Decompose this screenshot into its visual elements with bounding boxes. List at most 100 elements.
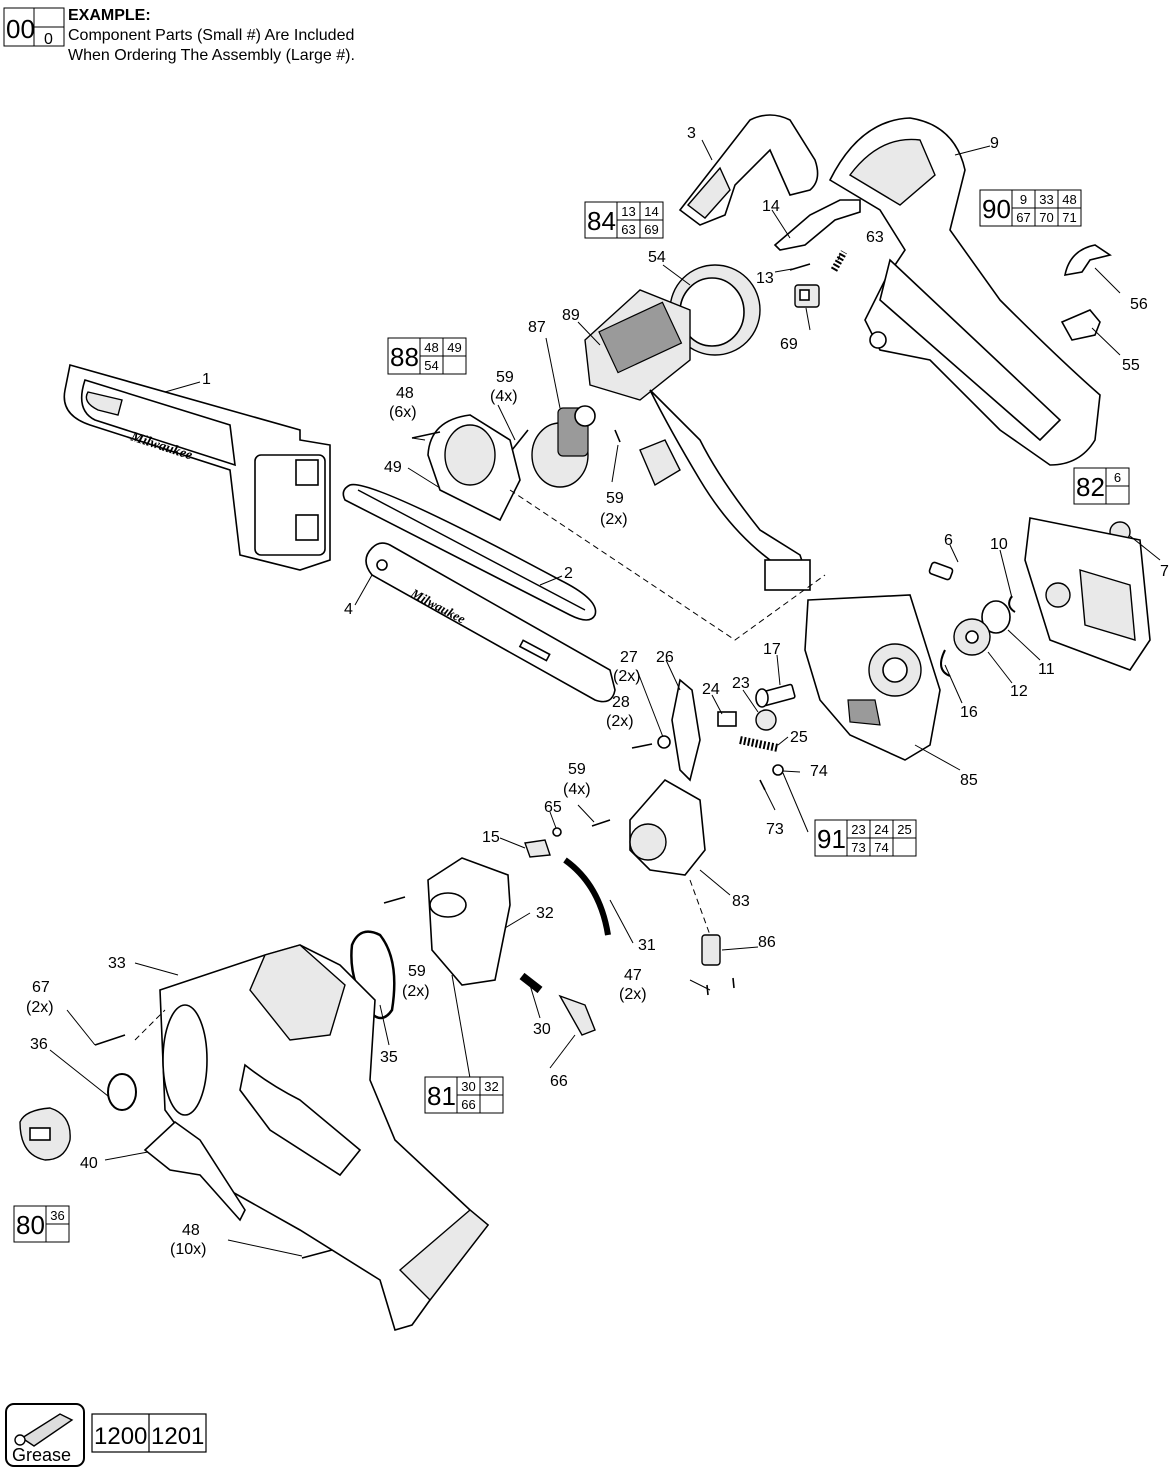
label-59-c-qty: (4x) — [563, 781, 591, 798]
label-1: 1 — [202, 371, 211, 388]
label-13: 13 — [756, 270, 774, 287]
assembly-84-component-63: 63 — [621, 222, 635, 237]
assembly-91-component-24: 24 — [874, 822, 888, 837]
part-87-rotor — [531, 405, 596, 488]
grease-part-1201: 1201 — [151, 1423, 204, 1450]
label-6: 6 — [944, 532, 953, 549]
part-47-screw-a — [706, 984, 709, 996]
label-59-a-qty: (4x) — [490, 388, 518, 405]
assembly-91-component-23: 23 — [851, 822, 865, 837]
part-66-fitting — [558, 994, 596, 1036]
part-23-gear — [755, 709, 777, 731]
assembly-91-component-73: 73 — [851, 840, 865, 855]
example-line-2: When Ordering The Assembly (Large #). — [68, 47, 355, 64]
label-14: 14 — [762, 198, 780, 215]
callout-labels: 1 2 3 4 6 7 9 10 11 12 13 14 15 16 17 23… — [26, 125, 1169, 1258]
part-74-washer — [772, 764, 784, 776]
part-1-bar-cover: Milwaukee — [63, 363, 331, 571]
label-47: 47 — [624, 967, 642, 984]
assembly-80-component-36: 36 — [50, 1208, 64, 1223]
part-3-top-handle — [678, 114, 819, 226]
label-69: 69 — [780, 336, 798, 353]
part-65-washer — [552, 827, 562, 837]
part-47-screw-b — [732, 977, 735, 989]
label-28-qty: (2x) — [606, 713, 634, 730]
part-28-screw — [631, 743, 653, 749]
label-17: 17 — [763, 641, 781, 658]
label-24: 24 — [702, 681, 720, 698]
part-15-fitting — [524, 839, 551, 858]
part-56-clip — [1063, 244, 1112, 276]
label-67-qty: (2x) — [26, 999, 54, 1016]
part-9-housing — [828, 117, 1101, 466]
assembly-90-component-9: 9 — [1020, 192, 1027, 207]
label-28: 28 — [612, 694, 630, 711]
assembly-90-component-70: 70 — [1039, 210, 1053, 225]
grease-label: Grease — [12, 1445, 71, 1465]
label-87: 87 — [528, 319, 546, 336]
label-86: 86 — [758, 934, 776, 951]
label-7: 7 — [1160, 563, 1169, 580]
part-54-motor-housing — [669, 264, 761, 356]
assembly-90-component-33: 33 — [1039, 192, 1053, 207]
part-36-o-ring — [107, 1073, 137, 1111]
assembly-number-90: 90 — [982, 194, 1011, 224]
part-11-washer — [981, 600, 1011, 634]
part-63-spring — [830, 250, 848, 272]
part-85-gear-housing — [804, 594, 941, 761]
grease-legend: Grease 1200 1201 — [5, 1403, 207, 1467]
label-63: 63 — [866, 229, 884, 246]
part-40-wrench — [143, 1120, 246, 1222]
assembly-82-component-6: 6 — [1114, 470, 1121, 485]
part-4-guide-bar: Milwaukee — [365, 542, 616, 703]
assembly-number-88: 88 — [390, 342, 419, 372]
assembly-91-component-74: 74 — [874, 840, 888, 855]
label-49: 49 — [384, 459, 402, 476]
assembly-90-component-67: 67 — [1016, 210, 1030, 225]
part-89-electronics-module — [584, 289, 811, 591]
label-26: 26 — [656, 649, 674, 666]
label-4: 4 — [344, 601, 353, 618]
label-66: 66 — [550, 1073, 568, 1090]
grease-part-1200: 1200 — [94, 1423, 147, 1450]
part-82-sprocket-cover — [1024, 517, 1151, 671]
assembly-number-84: 84 — [587, 206, 616, 236]
label-48-upper-qty: (6x) — [389, 404, 417, 421]
label-31: 31 — [638, 937, 656, 954]
assembly-line-shell — [134, 1009, 166, 1041]
label-35: 35 — [380, 1049, 398, 1066]
assembly-number-91: 91 — [817, 824, 846, 854]
assembly-90-component-71: 71 — [1062, 210, 1076, 225]
part-48-screw-upper — [411, 431, 441, 439]
example-title: EXAMPLE: — [68, 7, 151, 24]
part-59-screw-lower — [591, 819, 611, 827]
part-55-latch — [1060, 309, 1101, 341]
label-59-d: 59 — [408, 963, 426, 980]
assembly-88-component-48: 48 — [424, 340, 438, 355]
label-40: 40 — [80, 1155, 98, 1172]
part-59-screw-right — [614, 429, 621, 443]
label-16: 16 — [960, 704, 978, 721]
part-33-main-shell — [159, 944, 490, 1331]
part-26-chain-plate — [671, 678, 701, 782]
part-59-screw-upper — [511, 429, 529, 451]
label-48-lower: 48 — [182, 1222, 200, 1239]
part-86-sensor — [701, 934, 721, 966]
example-line-1: Component Parts (Small #) Are Included — [68, 27, 355, 44]
part-17-bolt — [755, 683, 796, 708]
label-15: 15 — [482, 829, 500, 846]
assembly-81-component-66: 66 — [461, 1097, 475, 1112]
label-73: 73 — [766, 821, 784, 838]
label-10: 10 — [990, 536, 1008, 553]
label-3: 3 — [687, 125, 696, 142]
assembly-88-component-49: 49 — [447, 340, 461, 355]
label-27-qty: (2x) — [613, 668, 641, 685]
label-48-upper: 48 — [396, 385, 414, 402]
assembly-81-component-32: 32 — [484, 1079, 498, 1094]
label-59-b: 59 — [606, 490, 624, 507]
assembly-84-component-69: 69 — [644, 222, 658, 237]
